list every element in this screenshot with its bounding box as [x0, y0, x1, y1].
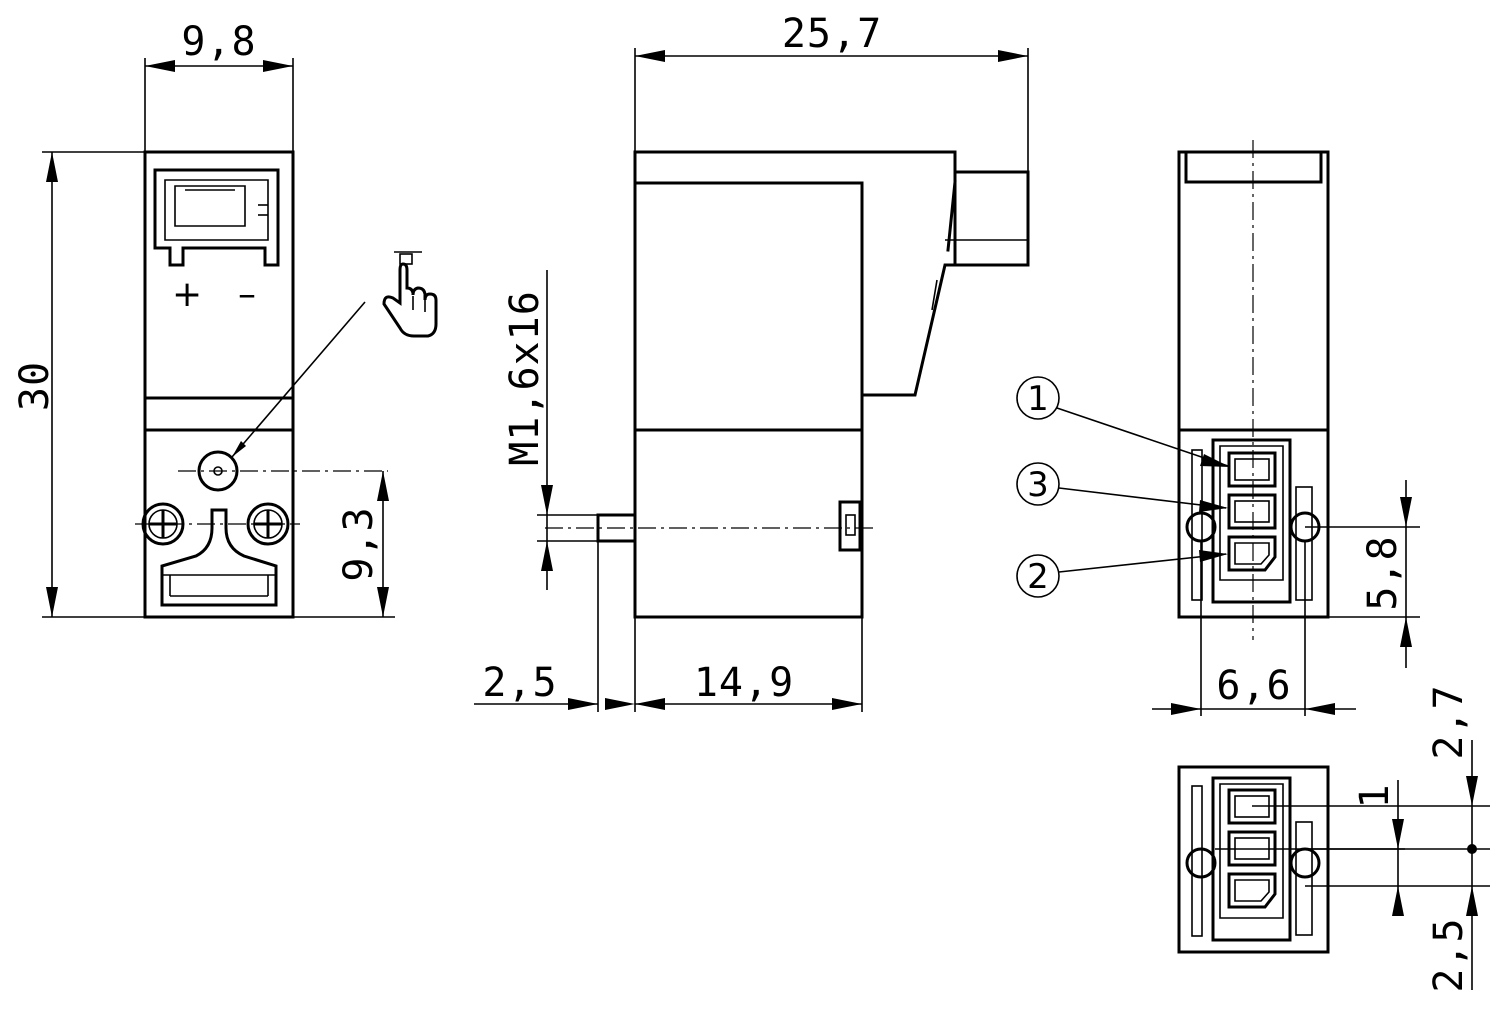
dim-total-length: 25,7	[782, 11, 882, 57]
dim-thread: M1,6x16	[502, 290, 548, 466]
pin-1	[1227, 451, 1277, 488]
mounting-pin	[596, 513, 637, 543]
dim-detail-c: 2,5	[1426, 917, 1472, 992]
detail-body-outline	[1177, 765, 1330, 954]
dim-pin-length: 2,5	[482, 660, 557, 706]
dim-front-width: 9,8	[181, 19, 256, 65]
manual-override-button	[197, 450, 239, 492]
side-body-outline	[633, 150, 1030, 619]
dim-detail-b: 1	[1352, 783, 1398, 808]
callout-2: 2	[1027, 557, 1049, 597]
dim-front-height: 30	[12, 361, 58, 411]
detail-view: 2,7 1 2,5	[1177, 684, 1490, 993]
front-view: + –	[12, 19, 438, 619]
polarity-plus: +	[172, 274, 202, 315]
manual-override-hand-icon	[382, 251, 438, 338]
dim-body-length: 14,9	[694, 660, 794, 706]
callout-3: 3	[1027, 465, 1049, 505]
connector-socket	[153, 168, 280, 267]
dim-detail-a: 2,7	[1426, 684, 1472, 759]
pin-3	[1227, 493, 1277, 530]
dim-pin-spacing-v: 5,8	[1360, 535, 1406, 610]
front-body-outline	[143, 150, 295, 619]
dim-pin-spacing-h: 6,6	[1216, 663, 1291, 709]
dim-screw-offset: 9,3	[336, 506, 382, 581]
rear-view: 1 3 2 5,8 6,6	[1016, 140, 1420, 716]
pin-2	[1227, 535, 1277, 572]
rear-connector	[1191, 438, 1313, 604]
rear-mount-hole-left	[1185, 511, 1217, 543]
side-view: 25,7 M1,6x16 2,5 14,9	[474, 11, 1030, 712]
callout-1: 1	[1027, 379, 1049, 419]
polarity-minus: –	[238, 274, 256, 315]
